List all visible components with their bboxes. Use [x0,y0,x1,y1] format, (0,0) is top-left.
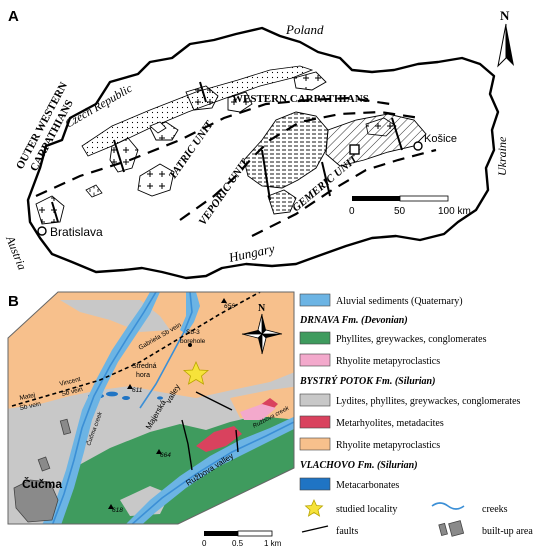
label-sb-vein-2: Sb vein [19,401,42,412]
panel-a-letter: A [8,8,19,25]
label-austria: Austria [3,233,30,272]
veporic-pluton-2 [267,189,297,215]
legend-metacarbonates: Metacarbonates [336,480,399,491]
label-bratislava: Bratislava [50,225,103,239]
legend-swatch-phyllites [299,331,331,345]
legend-faults: faults [336,526,358,537]
legend-creek-icon [431,502,465,510]
legend-fault-icon [301,525,329,533]
north-label-b: N [258,303,266,314]
legend-vlachovo: VLACHOVO Fm. (Silurian) [300,460,418,471]
legend-metarhyolites: Metarhyolites, metadacites [336,418,444,429]
legend: Aluvial sediments (Quaternary) DRNAVA Fm… [299,293,533,537]
legend-swatch-metarhyolites [299,415,331,429]
faults-b [181,391,239,471]
legend-star-icon [304,499,324,517]
unit-aluvial-east [120,414,294,524]
legend-swatch-rhyolite-pink [299,353,331,367]
scale-b-end: 1 km [264,539,282,548]
legend-studied: studied locality [336,504,397,515]
sb-veins [11,292,261,407]
label-matej: Matej [19,392,36,402]
klippen-belt [81,65,314,157]
creeks [51,292,294,524]
builtup-area [13,418,72,523]
legend-lydites: Lydites, phyllites, greywackes, conglome… [336,396,521,407]
legend-rhyolite-2: Rhyolite metapyroclastics [336,440,440,451]
locality-square [349,144,360,155]
city-marker-bratislava [37,226,47,236]
north-label-a: N [500,8,510,23]
unit-metarhyolite-1 [196,426,242,452]
map-frame-b [7,291,295,525]
label-borehole-1: Sb-3 [186,329,200,336]
scale-b-zero: 0 [202,539,207,548]
gemeric-cross [365,117,397,137]
unit-aluvial-west [40,292,160,524]
unit-boundaries [35,96,437,237]
peak-markers [108,298,227,509]
label-western-carpathians: WESTERN CARPATHIANS [232,93,369,105]
small-outcrop-1 [149,121,167,134]
panel-b-letter: B [8,293,19,310]
scale-a-end: 100 km [438,206,471,217]
label-borehole-2: borehole [180,338,206,345]
legend-rhyolite-1: Rhyolite metapyroclastics [336,356,440,367]
legend-creeks: creeks [482,504,508,515]
scale-a-mid: 50 [394,206,406,217]
legend-drnava: DRNAVA Fm. (Devonian) [299,315,408,326]
legend-builtup-icon [438,520,465,537]
unit-rhyolite-orange-north [8,292,294,410]
label-ukraine: Ukraine [495,136,509,176]
scale-bar-b: 0 0.5 1 km [202,530,282,548]
studied-locality-star [182,361,210,385]
label-cucma: Čučma [22,476,62,491]
label-stredna-2: hora [136,372,150,379]
unit-aluvial-north [180,292,200,334]
legend-swatch-lydites [299,393,331,407]
north-arrow-a: N [497,8,514,68]
legend-swatch-rhyolite-orange [299,437,331,451]
legend-builtup: built-up area [482,526,533,537]
scale-bar-a: 0 50 100 km [349,195,471,217]
unit-rhyolite-pink [240,404,276,420]
legend-phyllites: Phyllites, greywackes, conglomerates [336,334,487,345]
legend-swatch-metacarbonates [299,477,331,491]
small-outcrop-2 [85,184,103,198]
scale-a-zero: 0 [349,206,355,217]
legend-swatch-aluvial [299,293,331,307]
city-marker-kosice [413,141,423,151]
panel-b: B [7,291,295,548]
faults-a [51,81,403,223]
label-peak-664: 664 [160,452,171,459]
label-stredna-elev: 611 [132,387,143,394]
legend-aluvial: Aluvial sediments (Quaternary) [336,296,463,307]
label-peak-618: 618 [112,507,123,514]
legend-bystry: BYSTRÝ POTOK Fm. (Silurian) [299,375,435,387]
label-kosice: Košice [424,133,457,145]
label-peak-656: 656 [224,303,235,310]
panel-a: A [3,8,514,280]
label-poland: Poland [285,22,324,37]
scale-b-mid: 0.5 [232,539,244,548]
label-stredna-1: Stredná [132,363,157,370]
compass-rose: N [241,303,283,355]
